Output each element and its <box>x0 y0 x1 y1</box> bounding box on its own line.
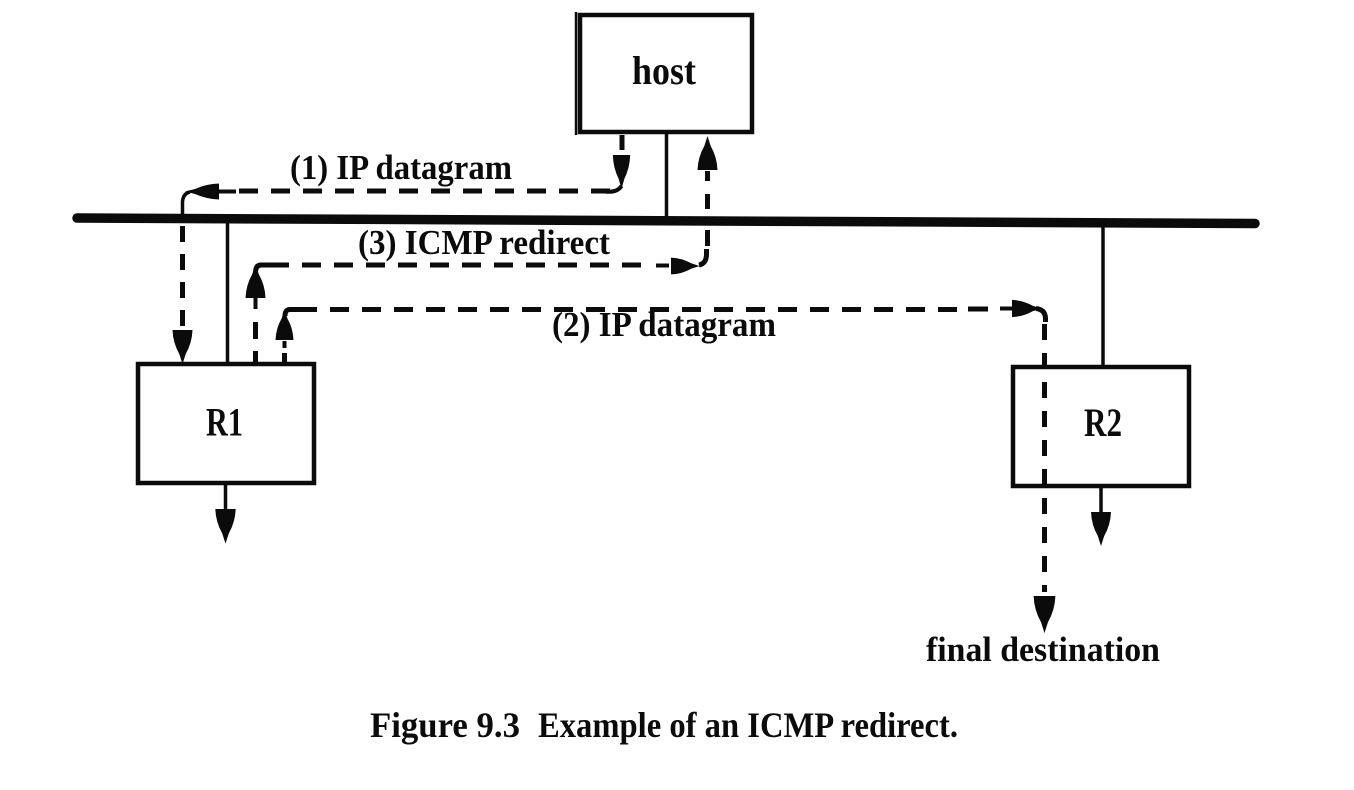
svg-text:(1) IP datagram: (1) IP datagram <box>290 148 512 187</box>
svg-text:final destination: final destination <box>926 630 1160 669</box>
svg-text:(2) IP datagram: (2) IP datagram <box>552 305 776 344</box>
svg-text:host: host <box>632 48 697 93</box>
svg-text:R2: R2 <box>1084 400 1122 445</box>
svg-text:Example of an ICMP redirect.: Example of an ICMP redirect. <box>538 705 958 745</box>
svg-text:(3) ICMP redirect: (3) ICMP redirect <box>358 223 610 262</box>
svg-text:R1: R1 <box>206 400 243 445</box>
svg-text:Figure 9.3: Figure 9.3 <box>370 705 520 745</box>
